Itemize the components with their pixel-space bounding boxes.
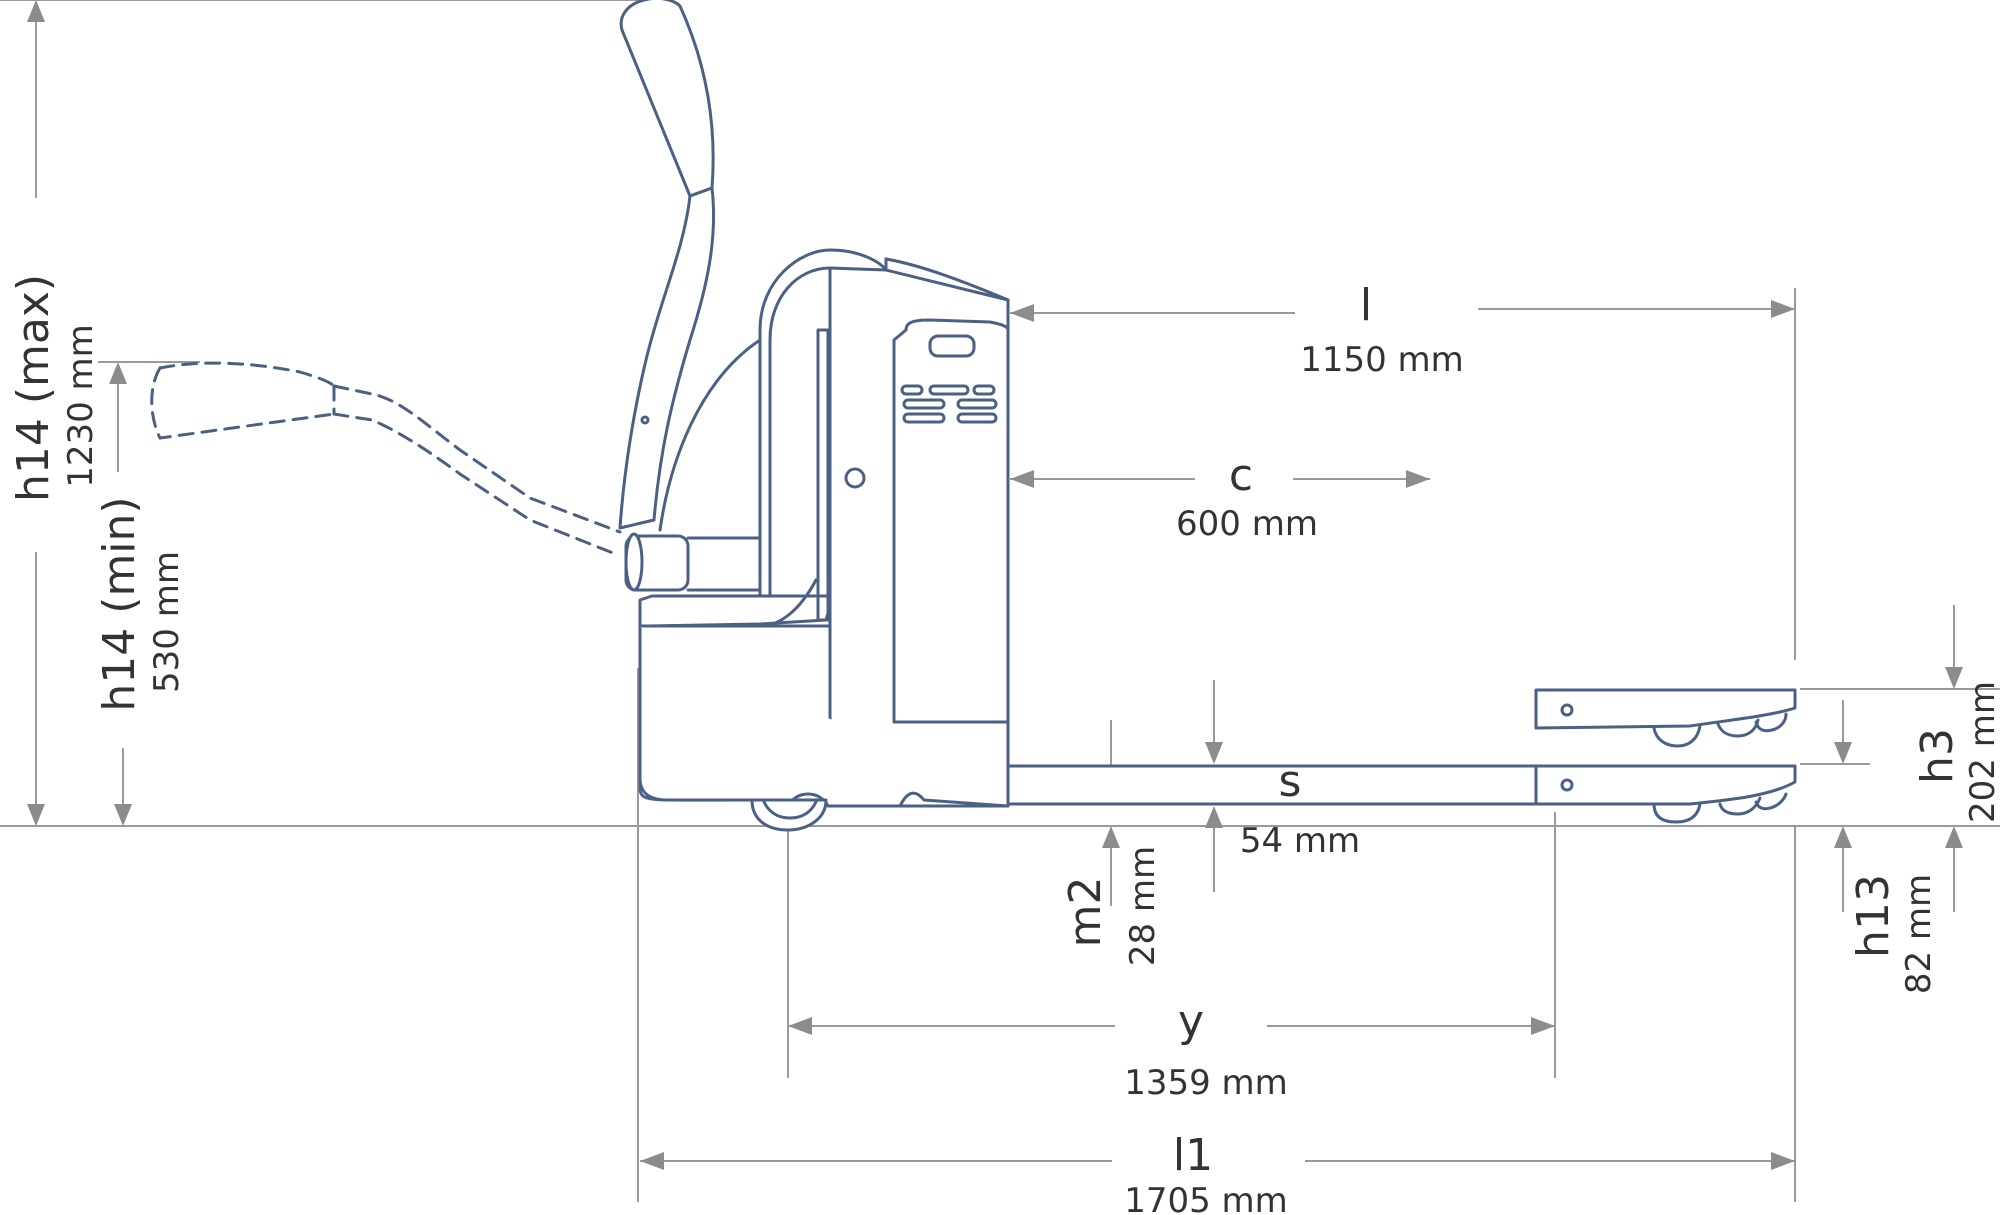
truck-body [638,248,1010,808]
h14-max-symbol: h14 (max) [8,274,59,502]
h14-max-arrow-up [27,0,45,22]
h13-arrow-down [1834,742,1852,764]
y-symbol: y [1178,996,1204,1047]
y-value: 1359 mm [1124,1063,1288,1103]
h14-min-value: 530 mm [147,551,187,693]
tiller-lowered-dashed [150,361,622,557]
tiller-upright [618,0,762,592]
h14-max-arrow-down [27,804,45,826]
h3-value: 202 mm [1963,681,2000,823]
c-value: 600 mm [1176,504,1318,544]
l-value: 1150 mm [1300,340,1464,380]
h3-arrow-up [1945,826,1963,848]
h13-symbol: h13 [1848,874,1899,958]
s-arrow-down [1205,742,1223,764]
l-arrow-right [1771,300,1795,318]
pallet-truck [150,0,1797,832]
s-arrow-up [1205,806,1223,828]
y-arrow-right [1531,1017,1555,1035]
fork-lowered [1006,764,1797,824]
l1-symbol: l1 [1173,1130,1213,1181]
h13-arrow-up [1834,826,1852,848]
h14-max-value: 1230 mm [61,324,101,488]
l-arrow-left [1010,304,1034,322]
c-arrow-right [1406,470,1430,488]
h14-min-arrow-up [109,362,127,384]
m2-arrow-up [1102,826,1120,848]
c-arrow-left [1010,470,1034,488]
l1-value: 1705 mm [1124,1181,1288,1215]
dimension-labels: h14 (max) 1230 mm h14 (min) 530 mm l 115… [8,274,2000,1215]
m2-value: 28 mm [1123,846,1163,966]
m2-symbol: m2 [1060,877,1111,948]
s-value: 54 mm [1240,821,1360,861]
l1-arrow-left [640,1152,664,1170]
h14-min-arrow-down [114,804,132,826]
drive-wheel [750,798,828,832]
l-symbol: l [1360,280,1372,331]
s-symbol: s [1279,756,1302,807]
y-arrow-left [788,1017,812,1035]
h3-symbol: h3 [1912,728,1963,784]
h3-arrow-down [1945,667,1963,689]
c-symbol: c [1229,450,1253,501]
l1-arrow-right [1771,1152,1795,1170]
fork-raised [1534,688,1797,748]
h14-min-symbol: h14 (min) [94,496,145,711]
h13-value: 82 mm [1899,874,1939,994]
